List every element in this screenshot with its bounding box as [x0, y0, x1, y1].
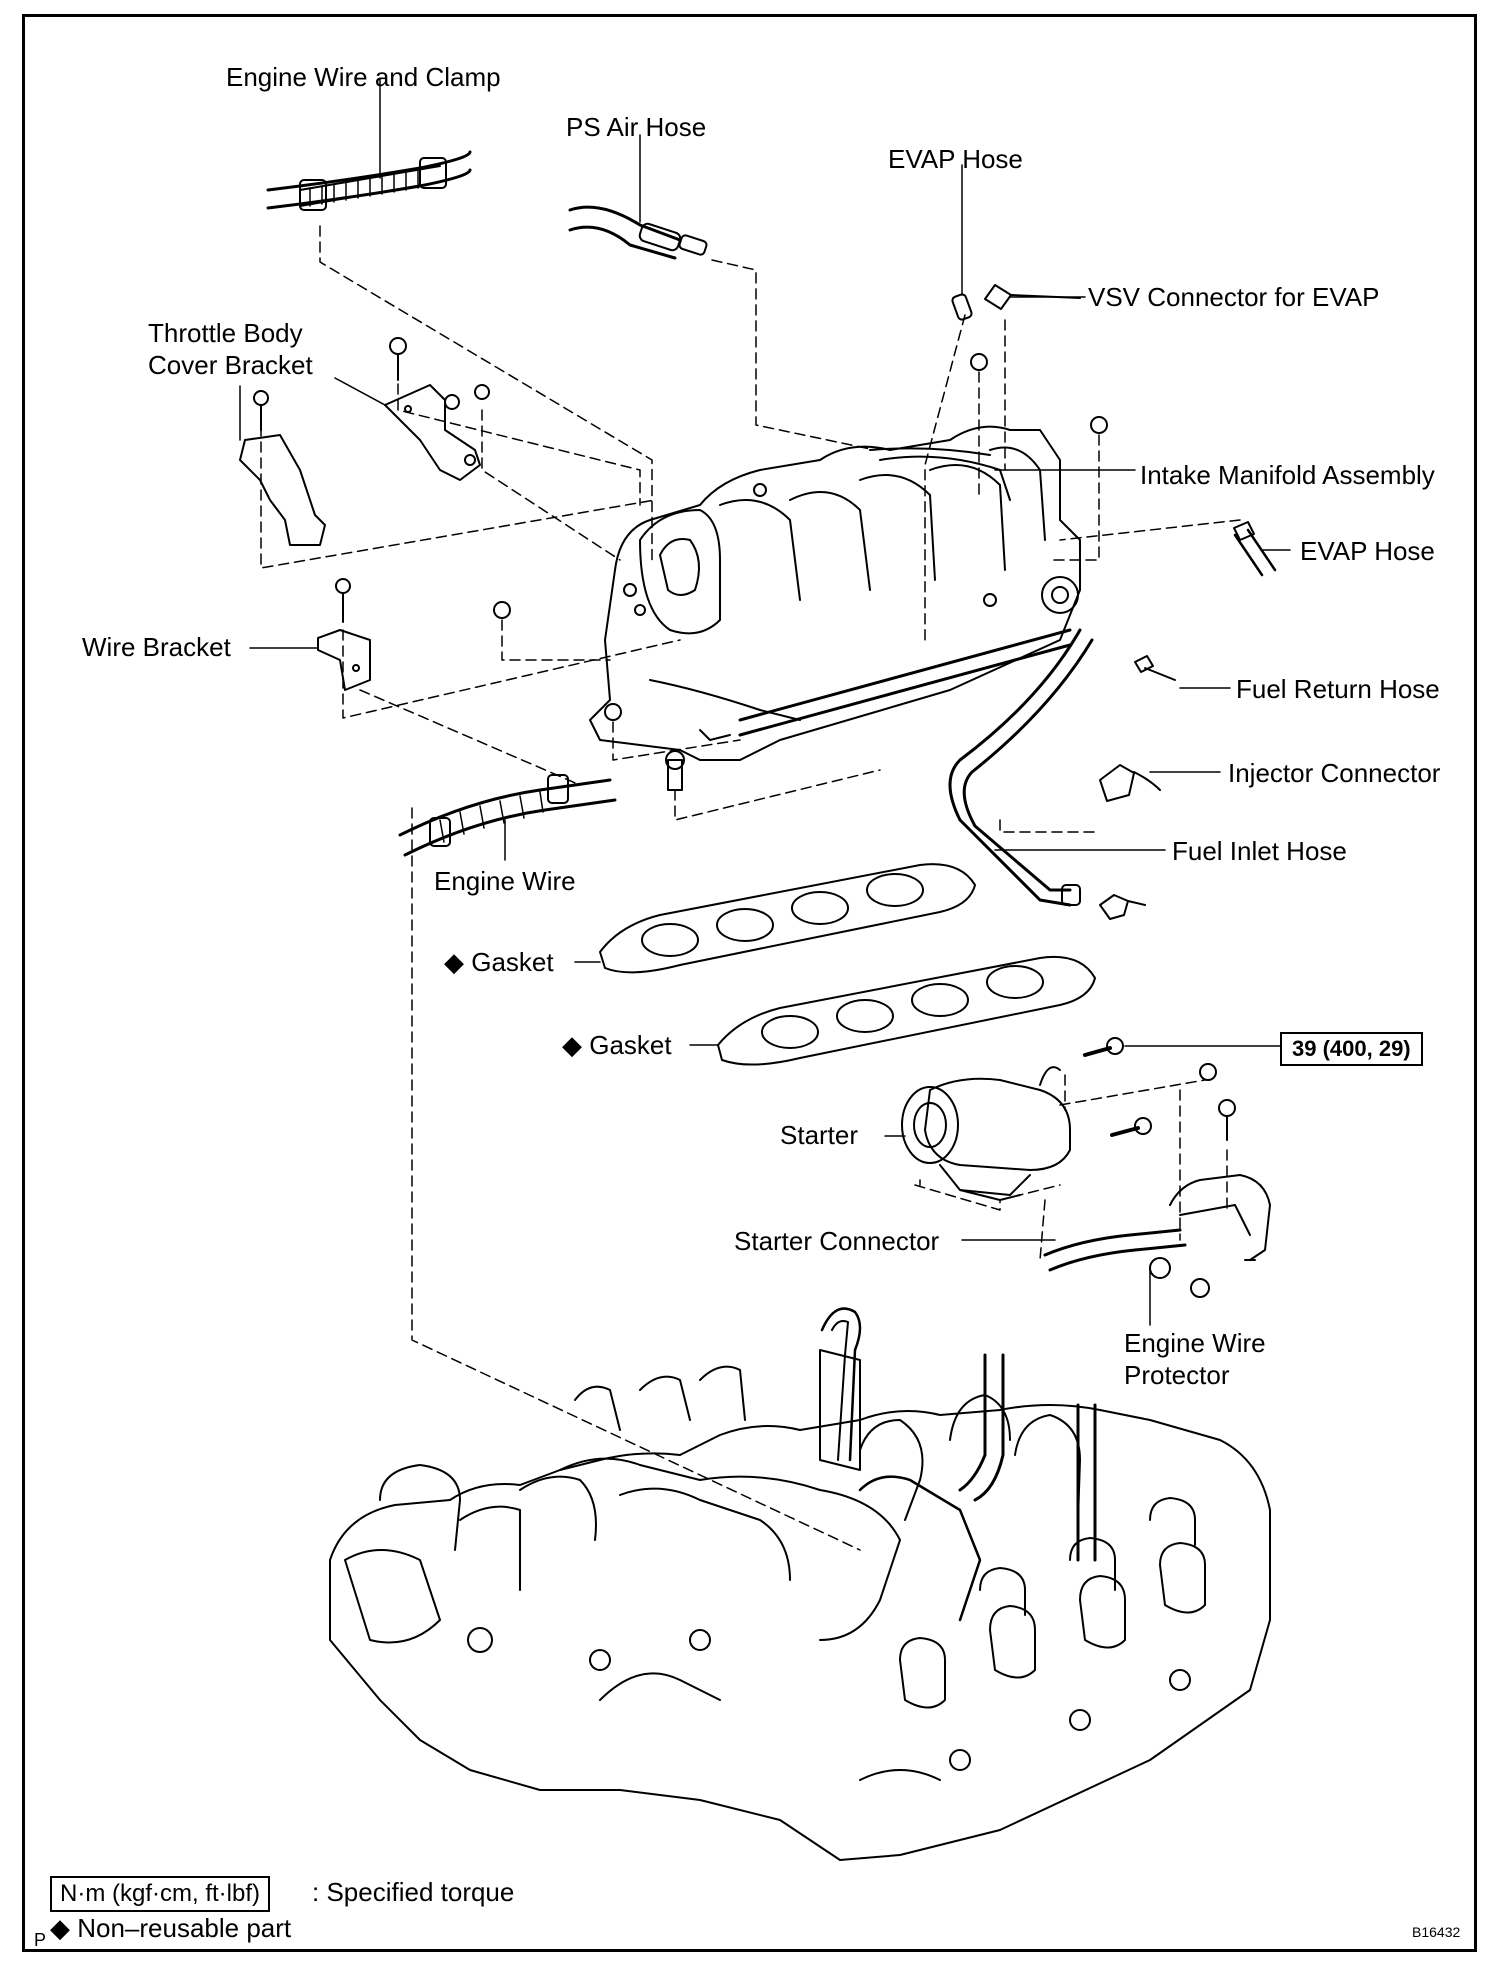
fuel-inlet-hose-part [948, 628, 1146, 920]
label-fuel-inlet-hose: Fuel Inlet Hose [1172, 836, 1347, 866]
legend-torque-units-box: N·m (kgf·cm, ft·lbf) [50, 1876, 270, 1912]
gasket-upper-part [599, 863, 976, 974]
label-throttle-body-line1: Throttle Body [148, 318, 303, 348]
label-evap-hose-top: EVAP Hose [888, 144, 1023, 174]
injector-connector-part [1099, 764, 1161, 802]
label-throttle-body-line2: Cover Bracket [148, 350, 313, 380]
label-starter: Starter [780, 1120, 859, 1150]
fuel-return-hose-part [1134, 655, 1176, 681]
engine-wire-and-clamp-part [266, 150, 472, 211]
legend-torque-desc: : Specified torque [312, 1877, 515, 1907]
starter-connector-and-protector-part [1043, 1174, 1271, 1298]
intake-manifold-assembly-part [493, 353, 1108, 791]
ps-air-hose-part [568, 205, 708, 260]
evap-hose-right-part [1233, 521, 1277, 577]
label-engine-wire-and-clamp: Engine Wire and Clamp [226, 62, 501, 92]
engine-wire-part [398, 774, 617, 857]
label-ps-air-hose: PS Air Hose [566, 112, 707, 142]
figure-id: B16432 [1412, 1924, 1461, 1940]
label-gasket-upper: ◆ Gasket [444, 947, 554, 977]
assembly-guide-lines [260, 225, 1241, 1551]
label-injector-connector: Injector Connector [1228, 758, 1441, 788]
label-engine-wire-protector-line1: Engine Wire [1124, 1328, 1266, 1358]
label-starter-connector: Starter Connector [734, 1226, 940, 1256]
torque-spec-badge: 39 (400, 29) [1280, 1032, 1423, 1066]
label-fuel-return-hose: Fuel Return Hose [1236, 674, 1440, 704]
label-evap-hose-right: EVAP Hose [1300, 536, 1435, 566]
engine-block-part [329, 1307, 1271, 1861]
label-engine-wire-protector-line2: Protector [1124, 1360, 1230, 1390]
label-wire-bracket: Wire Bracket [82, 632, 231, 662]
legend-non-reusable: ◆ Non–reusable part [50, 1913, 292, 1943]
throttle-body-cover-bracket-part [239, 337, 490, 546]
label-intake-manifold-assembly: Intake Manifold Assembly [1140, 460, 1435, 490]
evap-hose-top-part [951, 284, 1081, 321]
label-gasket-lower: ◆ Gasket [562, 1030, 672, 1060]
diagram-frame [22, 14, 1477, 1952]
wire-bracket-part [317, 578, 371, 691]
starter-part [901, 1037, 1236, 1201]
corner-mark: P [34, 1930, 47, 1950]
label-vsv-connector: VSV Connector for EVAP [1088, 282, 1380, 312]
label-engine-wire: Engine Wire [434, 866, 576, 896]
gasket-lower-part [717, 955, 1096, 1066]
